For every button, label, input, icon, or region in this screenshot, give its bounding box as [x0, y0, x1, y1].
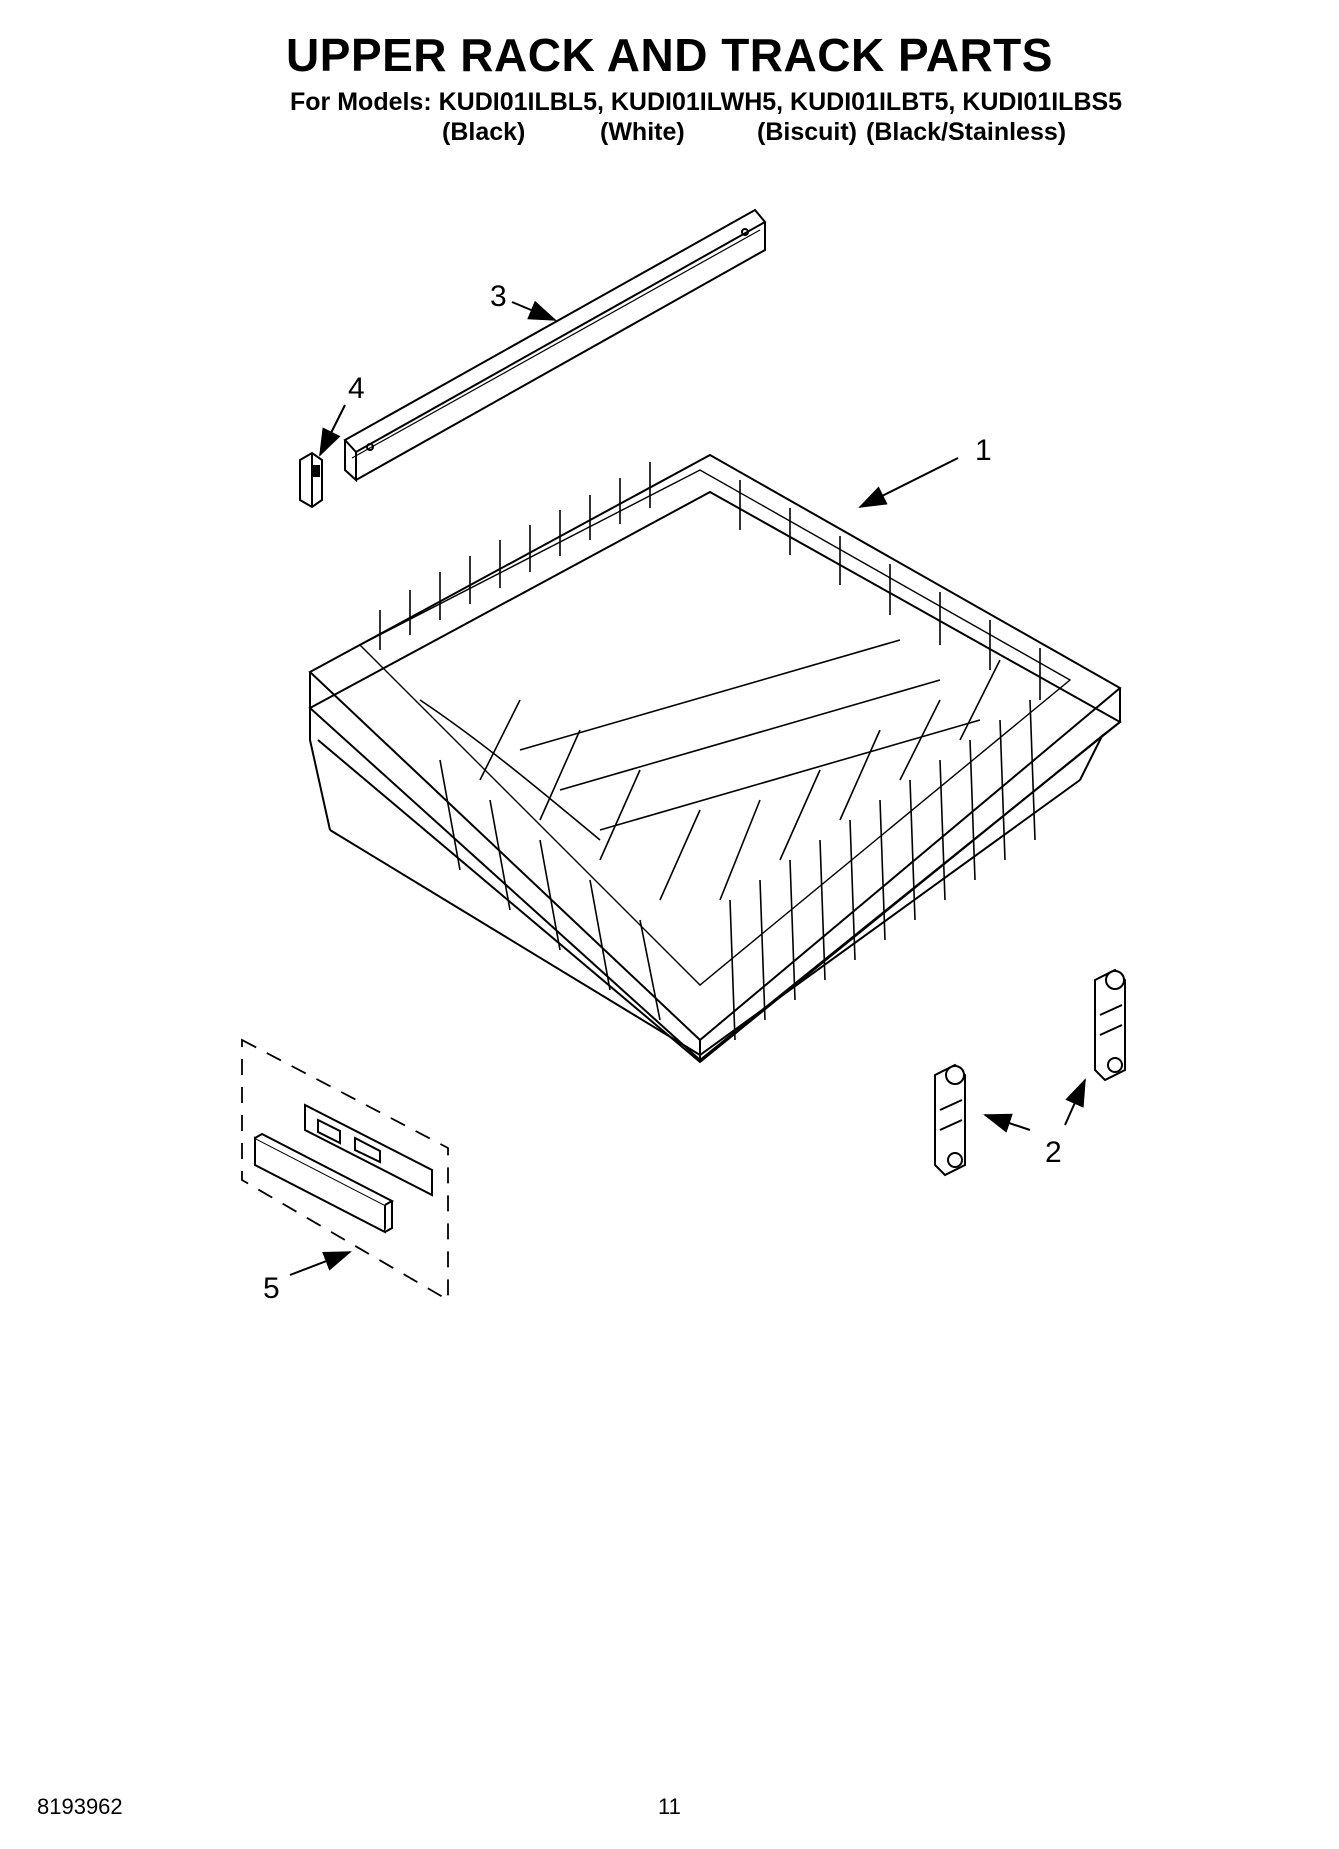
color-biscuit-label: (Biscuit) [757, 118, 857, 146]
color-black-label: (Black) [442, 118, 526, 146]
callout-4: 4 [348, 372, 365, 405]
callout-5-arrow [289, 1251, 352, 1276]
callout-3: 3 [490, 280, 507, 313]
upper-dish-rack [308, 453, 1122, 1064]
models-line: For Models: KUDI01ILBL5, KUDI01ILWH5, KU… [290, 88, 1123, 116]
callout-4-arrow [319, 404, 346, 457]
color-black-stainless-label: (Black/Stainless) [866, 118, 1067, 146]
callout-2-arrow-a [983, 1113, 1031, 1133]
part-5-kit-outline [241, 1038, 449, 1302]
part-5-cover [254, 1132, 395, 1234]
callout-1-arrow [858, 457, 959, 508]
rack-tines [379, 462, 1041, 1041]
rack-adjuster-right [1094, 968, 1126, 1082]
callout-1: 1 [975, 434, 992, 467]
color-white-label: (White) [600, 118, 685, 146]
track-end-cap [299, 451, 323, 509]
callout-3-arrow [511, 300, 557, 321]
callout-2-arrow-b [1064, 1078, 1086, 1126]
page-number: 11 [658, 1794, 681, 1819]
part-5-bracket [304, 1103, 433, 1197]
callout-5: 5 [263, 1272, 280, 1305]
callout-2: 2 [1045, 1136, 1062, 1169]
rack-adjuster-left [934, 1063, 966, 1177]
track-rail [343, 208, 767, 483]
document-number: 8193962 [37, 1794, 123, 1819]
page-title: UPPER RACK AND TRACK PARTS [286, 29, 1053, 81]
callout-arrows [289, 300, 1086, 1276]
